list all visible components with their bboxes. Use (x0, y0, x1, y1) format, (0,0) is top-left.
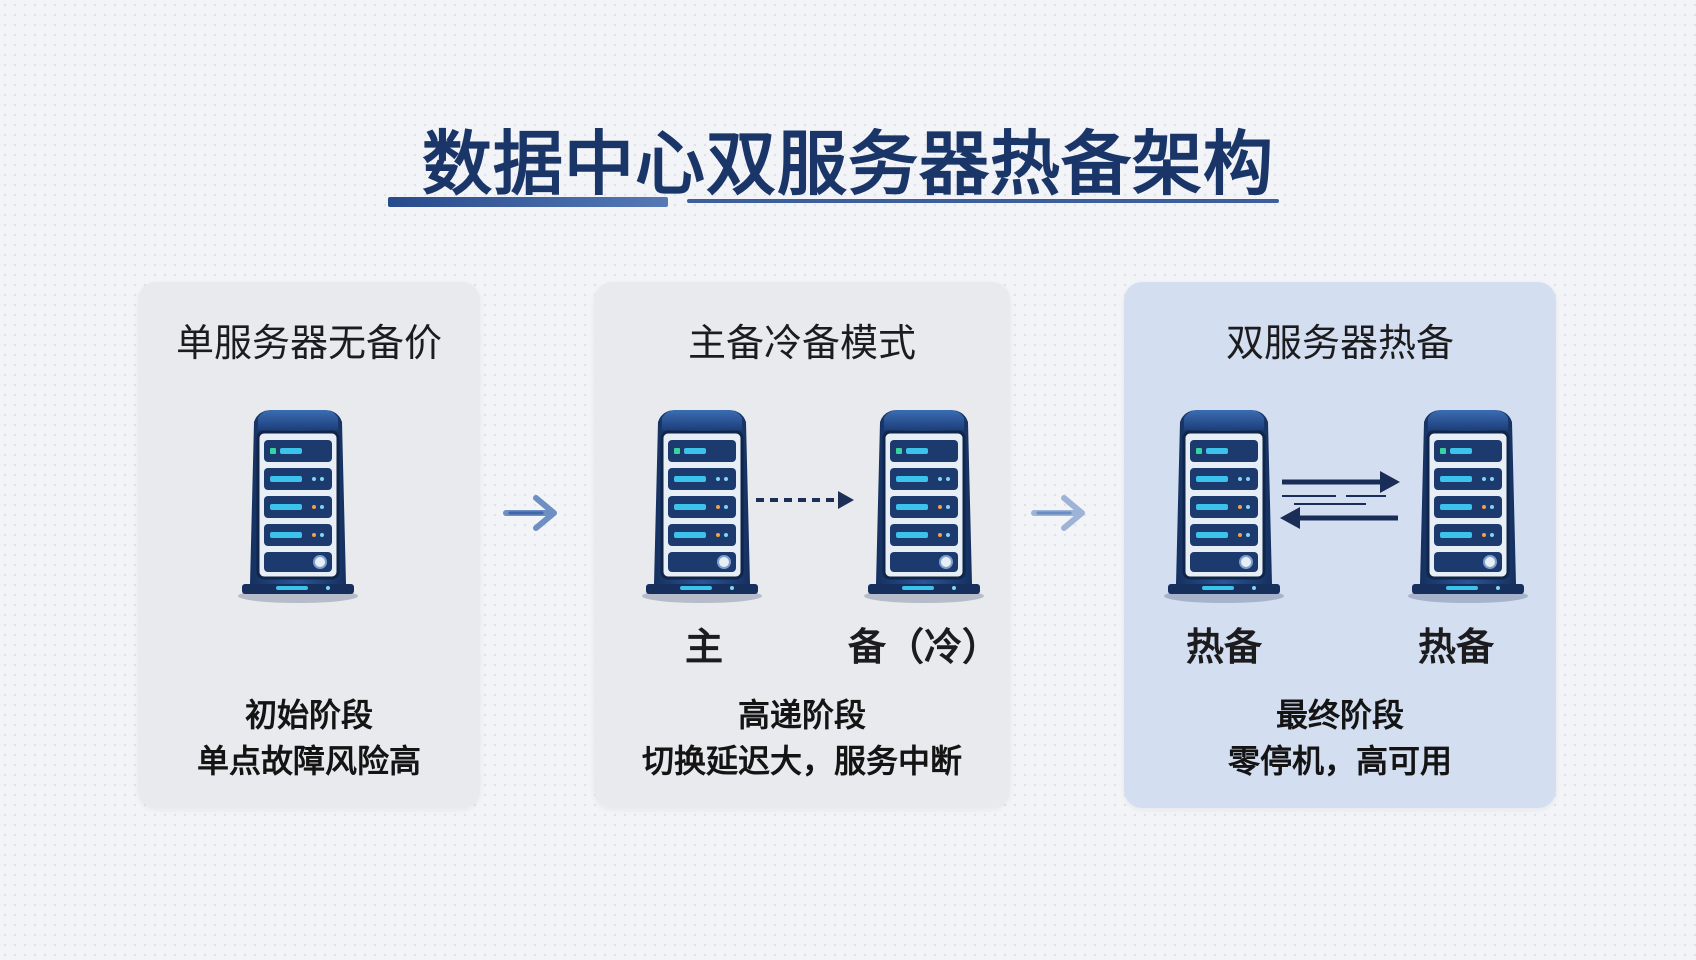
panel-title: 单服务器无备价 (175, 321, 442, 365)
arrow-right-icon (502, 488, 562, 538)
stage-caption: 初始阶段 (244, 696, 373, 734)
server-label-hot-left: 热备 (1185, 625, 1262, 669)
stage-description: 单点故障风险高 (196, 742, 421, 780)
stage-description: 切换延迟大，服务中断 (641, 742, 962, 780)
panel-hot-standby: 双服务器热备 热备 热备 最终阶段 零停机，高可用 (1124, 282, 1556, 808)
stage-description: 零停机，高可用 (1227, 742, 1452, 780)
title-underline-thick (388, 197, 668, 207)
panel-title: 双服务器热备 (1225, 321, 1454, 365)
server-label-standby: 备（冷） (847, 625, 1000, 669)
sync-arrows-icon (1276, 468, 1404, 532)
hot-server-left-icon (1162, 408, 1286, 604)
page-title: 数据中心双服务器热备架构 (422, 123, 1274, 205)
primary-server-icon (640, 408, 764, 604)
arrow-right-icon (1030, 488, 1090, 538)
stage-caption: 高递阶段 (737, 696, 866, 734)
panel-title: 主备冷备模式 (687, 321, 916, 365)
title-underline-thin (687, 199, 1279, 203)
dashed-arrow-icon (754, 488, 858, 512)
hot-server-right-icon (1406, 408, 1530, 604)
server-label-primary: 主 (684, 625, 723, 669)
panel-single-server: 单服务器无备价 初始阶段 单点故障风险高 (138, 282, 480, 808)
panel-cold-standby: 主备冷备模式 主 备（冷） 高递阶段 切换延迟大，服务中断 (594, 282, 1010, 808)
server-icon (236, 408, 360, 604)
server-label-hot-right: 热备 (1417, 625, 1494, 669)
standby-server-icon (862, 408, 986, 604)
stage-caption: 最终阶段 (1275, 696, 1404, 734)
